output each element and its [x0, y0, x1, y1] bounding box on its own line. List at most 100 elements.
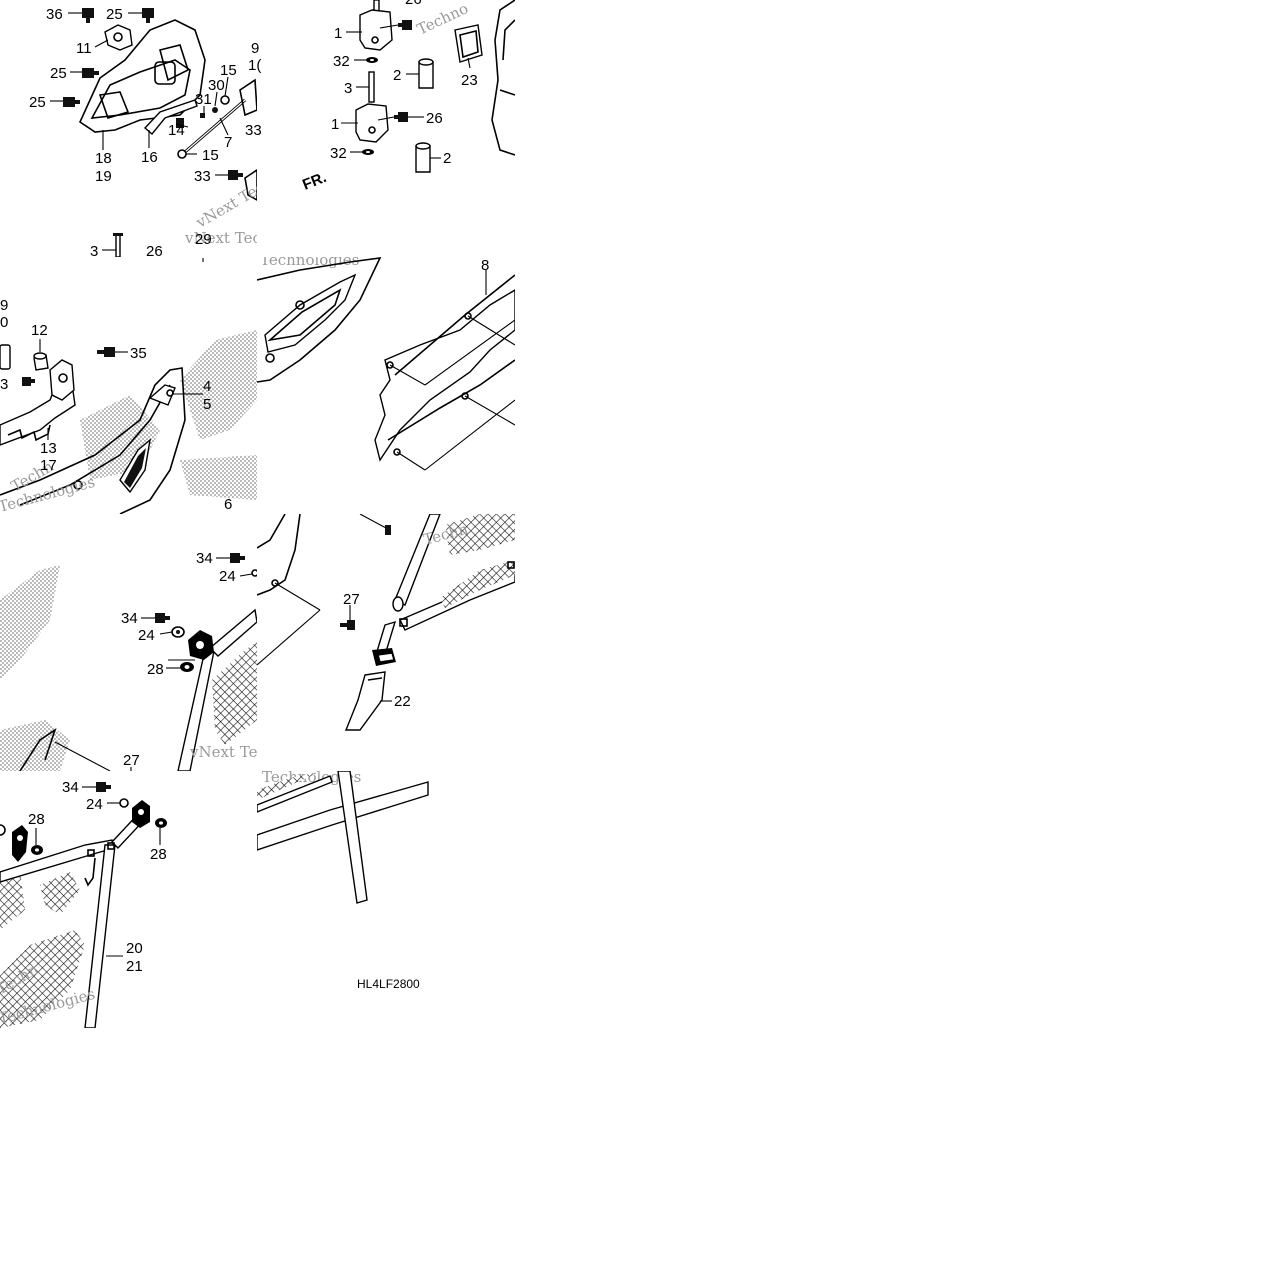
callout-label: 28: [147, 661, 164, 678]
callout-label: 33: [194, 168, 211, 185]
callout-label: 3: [344, 80, 352, 97]
callout-label: 24: [138, 627, 155, 644]
callout-label: 6: [224, 496, 232, 513]
bolt-34-a: [230, 553, 245, 563]
callout-label: 25: [106, 6, 123, 23]
tile-hinge-assembly: Techno: [341, 0, 515, 173]
callout-label: 26: [405, 0, 422, 8]
callout-label: 5: [203, 396, 211, 413]
callout-label: 27: [343, 591, 360, 608]
callout-label: 25: [29, 94, 46, 111]
bolt-26-upper: [398, 20, 412, 30]
callout-label: 9: [0, 297, 8, 314]
side-panel-8: [374, 289, 515, 462]
bracket-12: [49, 359, 75, 401]
callout-label: 17: [40, 457, 57, 474]
diagram-code: HL4LF2800: [357, 977, 420, 991]
hinge-bracket-1-lower: [355, 103, 389, 143]
pin-3-upper: [368, 71, 375, 103]
logo-dots: [180, 330, 257, 440]
callout-label: 35: [130, 345, 147, 362]
callout-label: 2: [393, 67, 401, 84]
bolt-25-mid: [82, 68, 99, 78]
callout-label: 24: [219, 568, 236, 585]
bolt-25-low: [63, 97, 80, 107]
callout-label: 1(: [248, 57, 261, 74]
callout-label: 31: [195, 91, 212, 108]
watermark: vNext Tec: [184, 229, 261, 247]
callout-label: 3: [0, 376, 8, 393]
callout-label: 14: [168, 122, 185, 139]
callout-label: 36: [46, 6, 63, 23]
callout-label: 27: [123, 752, 140, 769]
callout-label: 7: [224, 134, 232, 151]
hinge-bracket-1-upper: [359, 9, 393, 51]
callout-label: 4: [203, 378, 211, 395]
frame-bar-horizontal: [257, 781, 429, 851]
callout-label: 13: [40, 440, 57, 457]
door-handle-panel: [78, 19, 206, 133]
tile-side-panel: Technologies: [257, 251, 515, 471]
callout-label: 34: [121, 610, 138, 627]
tile-latch-assembly: Techn: [257, 514, 515, 731]
callout-label: 16: [141, 149, 158, 166]
callout-label: 29: [195, 231, 212, 248]
callout-label: 34: [196, 550, 213, 567]
bolt-34-b: [155, 613, 170, 623]
door-panel-4-5: [0, 367, 186, 514]
callout-label: 24: [86, 796, 103, 813]
callout-label: 9: [251, 40, 259, 57]
bolt-33-c: [22, 377, 35, 386]
callout-label: 3: [90, 243, 98, 260]
strap-22: [344, 671, 386, 731]
callout-label: 15: [202, 147, 219, 164]
bolt-35: [97, 347, 115, 357]
bolt-36: [82, 8, 94, 23]
bracket-11: [104, 24, 133, 51]
callout-label: 32: [330, 145, 347, 162]
bolt-33: [228, 170, 243, 180]
front-direction-label: FR.: [300, 169, 329, 194]
screw-27: [340, 620, 355, 630]
tile-door-panel: Techn Technologies: [0, 258, 257, 514]
callout-label: 20: [126, 940, 143, 957]
callout-label: 30: [208, 77, 225, 94]
callout-label: 33: [245, 122, 262, 139]
tile-door-frame: vNext Te: [0, 553, 258, 771]
callout-label: 28: [28, 811, 45, 828]
mount-bracket-left: [12, 825, 28, 862]
callout-label: 32: [333, 53, 350, 70]
watermark: Technologies: [260, 251, 359, 269]
bolt-25-top: [142, 8, 154, 23]
callout-label: 0: [0, 314, 8, 331]
callout-label: 12: [31, 322, 48, 339]
tile-handle-assembly: vNext Tec vNext Technologies: [50, 8, 261, 257]
pin-3-lower: [115, 234, 121, 257]
frame-bar-vertical: [337, 771, 368, 904]
callout-label: 26: [146, 243, 163, 260]
callout-label: 1: [334, 25, 342, 42]
bushing-2-lower: [415, 145, 431, 173]
callout-label: 34: [62, 779, 79, 796]
plate-16: [143, 99, 198, 135]
callout-label: 1: [331, 116, 339, 133]
callout-label: 26: [426, 110, 443, 127]
callout-label: 8: [481, 257, 489, 274]
callout-label: 15: [220, 62, 237, 79]
callout-label: 2: [443, 150, 451, 167]
bolt-34-c: [96, 782, 111, 792]
callout-label: 19: [95, 168, 112, 185]
tile-lower-frame: Techn Technologies: [0, 782, 167, 1028]
callout-label: 22: [394, 693, 411, 710]
callout-label: 23: [461, 72, 478, 89]
bolt-26-lower: [394, 112, 408, 122]
callout-label: 25: [50, 65, 67, 82]
watermark: vNext Te: [189, 743, 258, 761]
callout-label: 18: [95, 150, 112, 167]
bushing-2-upper: [418, 61, 434, 89]
callout-label: 28: [150, 846, 167, 863]
tile-frame-bars: Technologies: [257, 771, 429, 904]
callout-labels: 36 25 11 25 25 18 19 16 14 31 30 15 15 7…: [0, 0, 489, 991]
callout-label: 11: [76, 40, 92, 57]
